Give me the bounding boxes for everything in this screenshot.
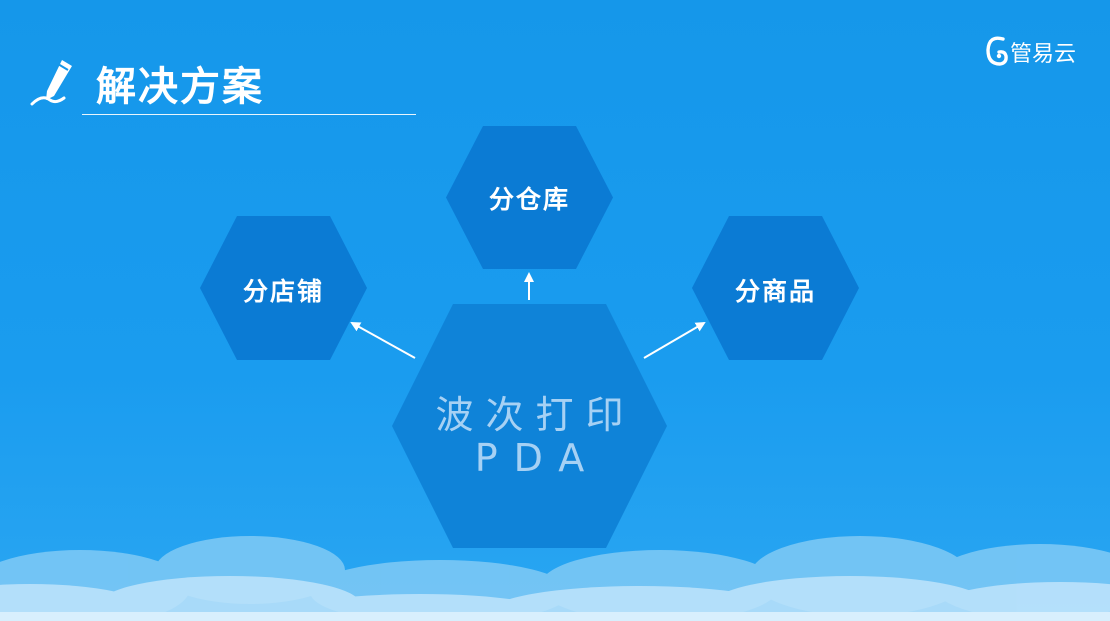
hex-node-warehouse: 分仓库 — [446, 126, 613, 269]
center-label-line1: 波次打印 — [435, 393, 636, 437]
hex-node-product: 分商品 — [692, 216, 859, 360]
arrow-to-product — [643, 321, 706, 359]
brand-name: 管易云 — [1010, 42, 1077, 67]
pen-icon — [30, 60, 72, 106]
hex-shape — [692, 216, 859, 360]
title-underline — [82, 114, 416, 115]
hex-center-node: 波次打印 PDA — [392, 304, 667, 548]
center-label-line2: PDA — [474, 436, 601, 480]
hex-node-label: 分仓库 — [488, 185, 570, 214]
hex-shape — [200, 216, 367, 360]
hex-shape — [446, 126, 613, 269]
arrow-to-store — [350, 322, 416, 359]
page-title: 解决方案 — [96, 64, 264, 110]
hex-shape — [392, 304, 667, 548]
hex-node-label: 分店铺 — [242, 277, 324, 306]
brand-logo-icon — [986, 36, 1008, 66]
cloud-decoration — [0, 536, 1110, 621]
hex-node-store: 分店铺 — [200, 216, 367, 360]
hex-node-label: 分商品 — [734, 277, 816, 306]
